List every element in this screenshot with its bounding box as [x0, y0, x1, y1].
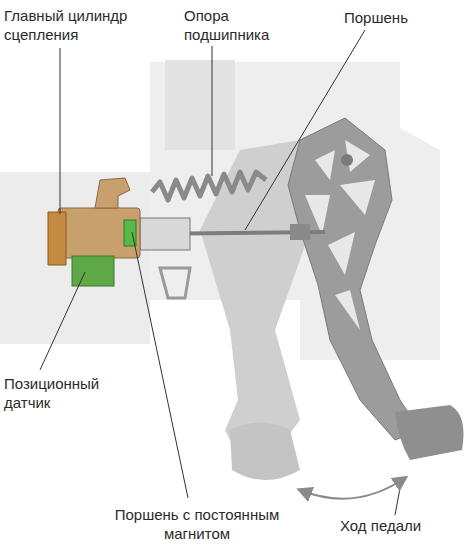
pedal-travel-arrow [300, 478, 405, 499]
rod-clevis [290, 224, 310, 240]
position-sensor [72, 256, 114, 286]
part-label: Ход педали [340, 516, 460, 535]
part-label: Главный цилиндр сцепления [4, 6, 144, 44]
reservoir-port [95, 178, 130, 208]
master-cylinder [58, 208, 140, 258]
pedal-holes [305, 140, 375, 330]
pedal-pivot [341, 154, 353, 166]
bracket-plate [165, 60, 235, 150]
spring [152, 172, 266, 200]
hydraulic-pipe [48, 212, 66, 265]
body-panel [0, 172, 150, 344]
pedal-pad [395, 405, 464, 460]
pedal-pad-ghost [230, 423, 300, 481]
part-label: Поршень с постоянным магнитом [112, 505, 282, 543]
clutch-pedal [288, 118, 420, 440]
leader-lines [40, 30, 400, 515]
stop-bracket [160, 268, 190, 298]
part-label: Позиционный датчик [4, 374, 124, 412]
cylinder-boot [140, 218, 190, 250]
part-label: Поршень [344, 8, 444, 27]
part-label: Опора подшипника [184, 6, 294, 44]
